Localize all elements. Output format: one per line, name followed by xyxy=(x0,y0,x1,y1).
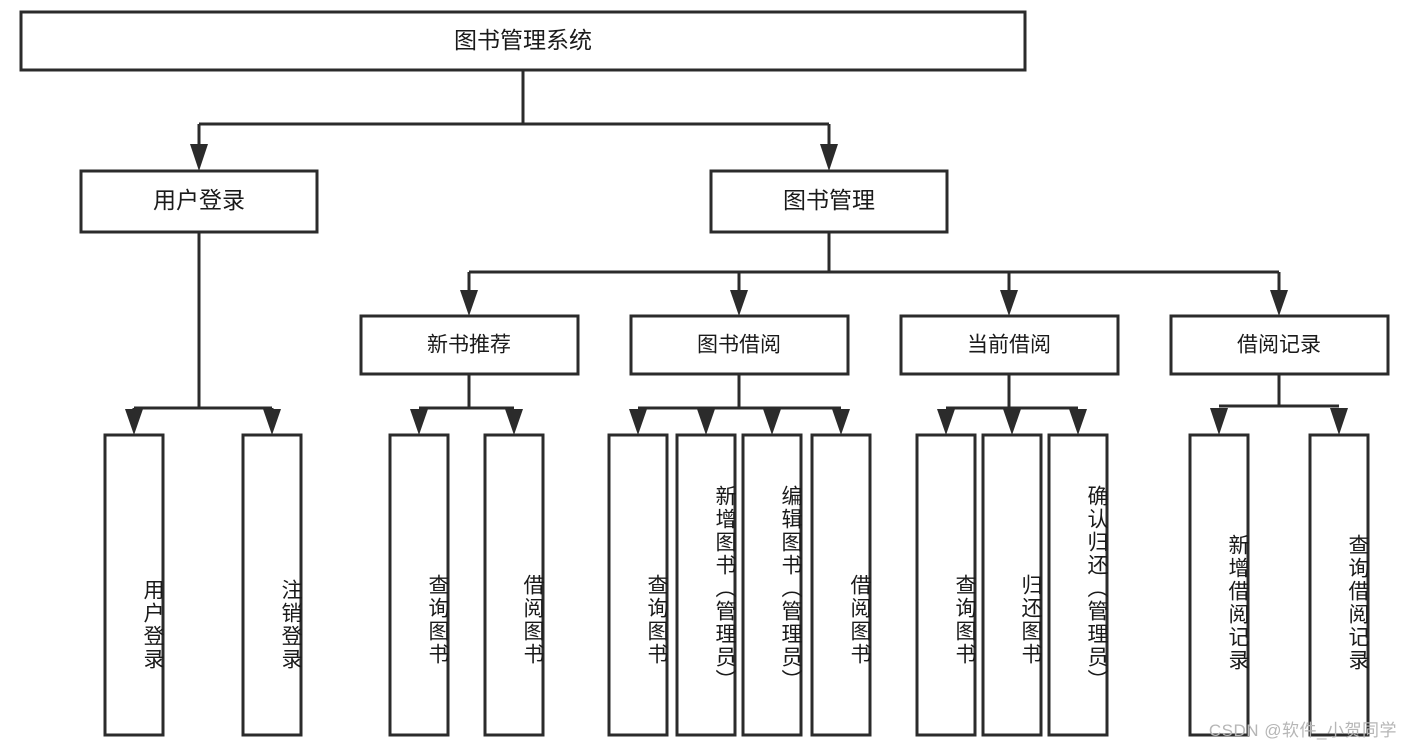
node-root-rect[interactable] xyxy=(19,10,1027,72)
node-new-book-recommend[interactable]: 新书推荐 xyxy=(359,314,580,376)
node-root[interactable]: 图书管理系统 xyxy=(19,10,1027,72)
node-leaf-add-record-rect[interactable] xyxy=(1188,433,1250,737)
arrow-head-leaf-logout xyxy=(263,409,281,435)
arrow-head-leaf-query-record xyxy=(1330,408,1348,435)
node-book-manage[interactable]: 图书管理 xyxy=(709,169,949,234)
arrow-head-current-borrow xyxy=(1000,290,1018,316)
arrow-head-book-borrow xyxy=(730,290,748,316)
arrow-head-leaf-return-book xyxy=(1003,409,1021,435)
arrow-head-leaf-user-login xyxy=(125,409,143,435)
connector-group-user-login xyxy=(125,232,281,435)
leaf-boxes xyxy=(103,433,1370,737)
node-book-borrow-rect[interactable] xyxy=(629,314,850,376)
node-borrow-record[interactable]: 借阅记录 xyxy=(1169,314,1390,376)
node-leaf-logout-rect[interactable] xyxy=(241,433,303,737)
arrow-head-user-login xyxy=(190,144,208,171)
arrow-head-borrow-record xyxy=(1270,290,1288,316)
node-leaf-add-book-rect[interactable] xyxy=(675,433,737,737)
node-leaf-query-record-rect[interactable] xyxy=(1308,433,1370,737)
node-leaf-query-book-3-rect[interactable] xyxy=(915,433,977,737)
node-current-borrow-label: 当前借阅 xyxy=(967,334,1051,357)
arrow-head-leaf-borrow-book-2 xyxy=(832,409,850,435)
node-current-borrow-rect[interactable] xyxy=(899,314,1120,376)
node-leaf-query-book-2-rect[interactable] xyxy=(607,433,669,737)
connector-group-current-borrow xyxy=(937,374,1087,435)
node-user-login-label: 用户登录 xyxy=(153,187,245,213)
node-new-book-recommend-rect[interactable] xyxy=(359,314,580,376)
node-root-label: 图书管理系统 xyxy=(454,27,592,53)
arrow-head-book-manage xyxy=(820,144,838,171)
node-user-login[interactable]: 用户登录 xyxy=(79,169,319,234)
arrow-head-leaf-add-record xyxy=(1210,408,1228,435)
node-leaf-confirm-return-rect[interactable] xyxy=(1047,433,1109,737)
connector-group-book-manage xyxy=(460,232,1288,316)
arrow-head-leaf-borrow-book-1 xyxy=(505,409,523,435)
node-leaf-edit-book-rect[interactable] xyxy=(741,433,803,737)
node-book-manage-label: 图书管理 xyxy=(783,187,875,213)
node-book-borrow[interactable]: 图书借阅 xyxy=(629,314,850,376)
csdn-watermark: CSDN @软件_小贺同学 xyxy=(1208,721,1397,740)
node-leaf-return-book-rect[interactable] xyxy=(981,433,1043,737)
node-borrow-record-rect[interactable] xyxy=(1169,314,1390,376)
connector-group-root xyxy=(190,70,838,171)
node-current-borrow[interactable]: 当前借阅 xyxy=(899,314,1120,376)
arrow-head-leaf-add-book xyxy=(697,409,715,435)
arrow-head-leaf-query-book-3 xyxy=(937,409,955,435)
arrow-head-new-book-recommend xyxy=(460,290,478,316)
connector-group-new-book-recommend xyxy=(410,374,523,435)
arrow-head-leaf-query-book-1 xyxy=(410,409,428,435)
node-leaf-user-login-rect[interactable] xyxy=(103,433,165,737)
node-borrow-record-label: 借阅记录 xyxy=(1237,334,1321,357)
node-book-borrow-label: 图书借阅 xyxy=(697,334,781,357)
node-leaf-borrow-book-1-rect[interactable] xyxy=(483,433,545,737)
node-user-login-rect[interactable] xyxy=(79,169,319,234)
node-new-book-recommend-label: 新书推荐 xyxy=(427,334,511,357)
node-book-manage-rect[interactable] xyxy=(709,169,949,234)
node-leaf-borrow-book-2-rect[interactable] xyxy=(810,433,872,737)
connector-group-book-borrow xyxy=(629,374,850,435)
connector-group-borrow-record xyxy=(1210,374,1348,435)
node-leaf-query-book-1-rect[interactable] xyxy=(388,433,450,737)
arrow-head-leaf-confirm-return xyxy=(1069,409,1087,435)
arrow-head-leaf-query-book-2 xyxy=(629,409,647,435)
arrow-head-leaf-edit-book xyxy=(763,409,781,435)
